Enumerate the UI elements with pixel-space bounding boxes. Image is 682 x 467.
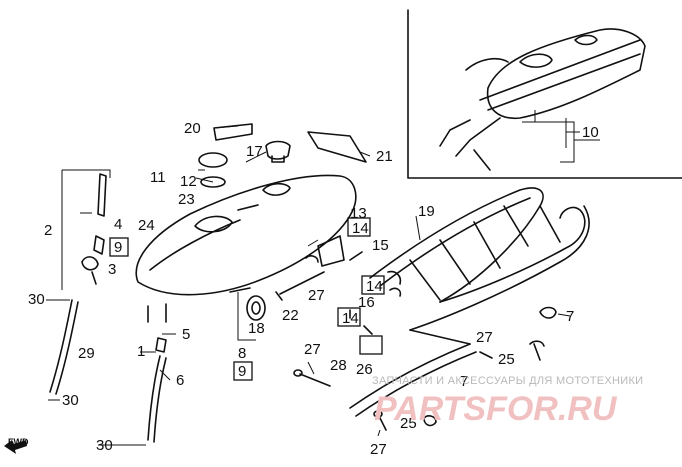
fasteners [275,235,557,431]
label-17: 17 [246,143,263,160]
cap-assembly [198,152,228,188]
label-19: 19 [418,203,435,220]
label-5: 5 [182,326,190,343]
cushion-18 [246,295,266,321]
inset-view [407,9,682,179]
label-4: 4 [114,216,122,233]
label-27c: 27 [476,329,493,346]
label-20: 20 [184,120,201,137]
label-1: 1 [137,343,145,360]
label-27a: 27 [308,287,325,304]
rear-carrier [349,187,590,417]
label-9b: 9 [238,363,246,380]
watermark-caption: ЗАПЧАСТИ И АКСЕССУАРЫ ДЛЯ МОТОТЕХНИКИ [372,375,643,387]
watermark-brand: PARTSFOR.RU [374,390,618,428]
label-30c: 30 [96,437,113,454]
label-24: 24 [138,217,155,234]
label-21: 21 [376,148,393,165]
label-16: 16 [358,294,375,311]
label-14c: 14 [342,310,359,327]
label-15: 15 [372,237,389,254]
label-7: 7 [566,308,574,325]
label-29: 29 [78,345,95,362]
label-23: 23 [178,191,195,208]
watermark: ЗАПЧАСТИ И АКСЕССУАРЫ ДЛЯ МОТОТЕХНИКИ PA… [372,375,643,428]
fuel-cock [61,169,111,290]
callout-boxes [109,217,385,381]
fwd-arrow: FWD [4,437,29,454]
label-6: 6 [176,372,184,389]
fuel-hose [49,299,167,443]
fuel-tank [135,174,357,323]
label-30b: 30 [62,392,79,409]
label-3: 3 [108,261,116,278]
label-9a: 9 [114,239,122,256]
label-30a: 30 [28,291,45,308]
label-12: 12 [180,173,197,190]
label-22: 22 [282,307,299,324]
label-28: 28 [330,357,347,374]
fwd-label: FWD [8,437,29,447]
label-8: 8 [238,345,246,362]
leader-lines [46,118,580,446]
label-27d: 27 [370,441,387,458]
label-26: 26 [356,361,373,378]
label-18: 18 [248,320,265,337]
label-14a: 14 [352,220,369,237]
label-13: 13 [350,205,367,222]
label-25b: 25 [400,415,417,432]
label-11: 11 [150,169,166,186]
label-14b: 14 [366,278,383,295]
label-2: 2 [44,222,52,239]
label-27b: 27 [304,341,321,358]
emblems [213,123,367,163]
callout-labels: 1 2 3 4 5 6 7 7 8 9 9 10 11 12 13 14 14 … [28,120,599,458]
label-25a: 25 [498,351,515,368]
label-7b: 7 [460,373,468,390]
fuel-cap [265,140,291,163]
label-10: 10 [582,124,599,141]
